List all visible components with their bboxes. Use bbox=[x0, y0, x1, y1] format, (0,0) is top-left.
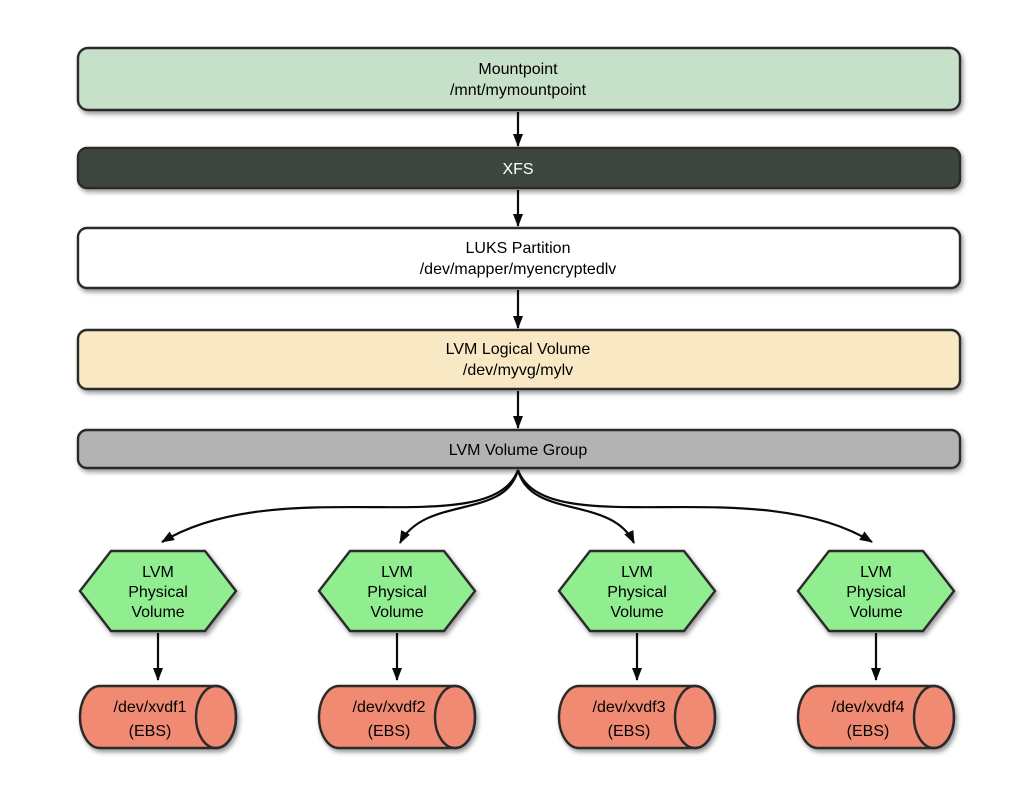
xfs-box bbox=[76, 146, 962, 190]
arrow-vg-to-pv-4 bbox=[516, 469, 873, 543]
pv1-label-line1: LVM bbox=[142, 564, 174, 581]
disk-cylinder-rim-2 bbox=[433, 684, 477, 750]
arrow-vg-to-pv-1 bbox=[161, 469, 520, 543]
physical-volume-hexagon-2 bbox=[317, 549, 477, 633]
disk-cylinder-3 bbox=[557, 684, 717, 750]
luks-path: /dev/mapper/myencryptedlv bbox=[420, 261, 617, 278]
disk4-device: /dev/xvdf4 bbox=[832, 699, 905, 716]
lvm-volume-group-box bbox=[76, 428, 962, 470]
pv4-label-line1: LVM bbox=[860, 564, 892, 581]
vg-label: LVM Volume Group bbox=[449, 442, 588, 459]
disk-cylinder-rim-1 bbox=[194, 684, 238, 750]
luks-label: LUKS Partition bbox=[466, 240, 571, 257]
disk-cylinder-rim-4 bbox=[912, 684, 956, 750]
arrow-vg-to-pv-3 bbox=[516, 469, 635, 544]
disk-cylinder-4 bbox=[796, 684, 956, 750]
arrows-layer bbox=[153, 112, 881, 681]
mountpoint-box bbox=[76, 46, 962, 112]
pv4-label-line3: Volume bbox=[849, 604, 902, 621]
pv2-label-line1: LVM bbox=[381, 564, 413, 581]
disk1-device: /dev/xvdf1 bbox=[114, 699, 187, 716]
mountpoint-label: Mountpoint bbox=[478, 61, 558, 78]
pv1-label-line3: Volume bbox=[131, 604, 184, 621]
pv4-label-line2: Physical bbox=[846, 584, 906, 601]
labels-layer: Mountpoint /mnt/mymountpoint XFS LUKS Pa… bbox=[114, 61, 906, 740]
pv2-label-line3: Volume bbox=[370, 604, 423, 621]
mountpoint-path: /mnt/mymountpoint bbox=[450, 82, 587, 99]
pv1-label-line2: Physical bbox=[128, 584, 188, 601]
luks-partition-box bbox=[76, 226, 962, 290]
pv3-label-line1: LVM bbox=[621, 564, 653, 581]
disk-cylinder-2 bbox=[317, 684, 477, 750]
disk-cylinder-rim-3 bbox=[673, 684, 717, 750]
physical-volume-hexagon-1 bbox=[78, 549, 238, 633]
disk3-device: /dev/xvdf3 bbox=[593, 699, 666, 716]
lv-path: /dev/myvg/mylv bbox=[463, 362, 573, 379]
disk3-type: (EBS) bbox=[608, 723, 651, 740]
physical-volume-hexagon-4 bbox=[796, 549, 956, 633]
lv-label: LVM Logical Volume bbox=[446, 341, 591, 358]
shapes-layer bbox=[76, 46, 962, 750]
pv3-label-line3: Volume bbox=[610, 604, 663, 621]
disk1-type: (EBS) bbox=[129, 723, 172, 740]
disk-cylinder-1 bbox=[78, 684, 238, 750]
disk2-device: /dev/xvdf2 bbox=[353, 699, 426, 716]
disk2-type: (EBS) bbox=[368, 723, 411, 740]
lvm-logical-volume-box bbox=[76, 328, 962, 391]
disk4-type: (EBS) bbox=[847, 723, 890, 740]
xfs-label: XFS bbox=[502, 161, 533, 178]
pv3-label-line2: Physical bbox=[607, 584, 667, 601]
pv2-label-line2: Physical bbox=[367, 584, 427, 601]
physical-volume-hexagon-3 bbox=[557, 549, 717, 633]
arrow-vg-to-pv-2 bbox=[399, 469, 520, 544]
